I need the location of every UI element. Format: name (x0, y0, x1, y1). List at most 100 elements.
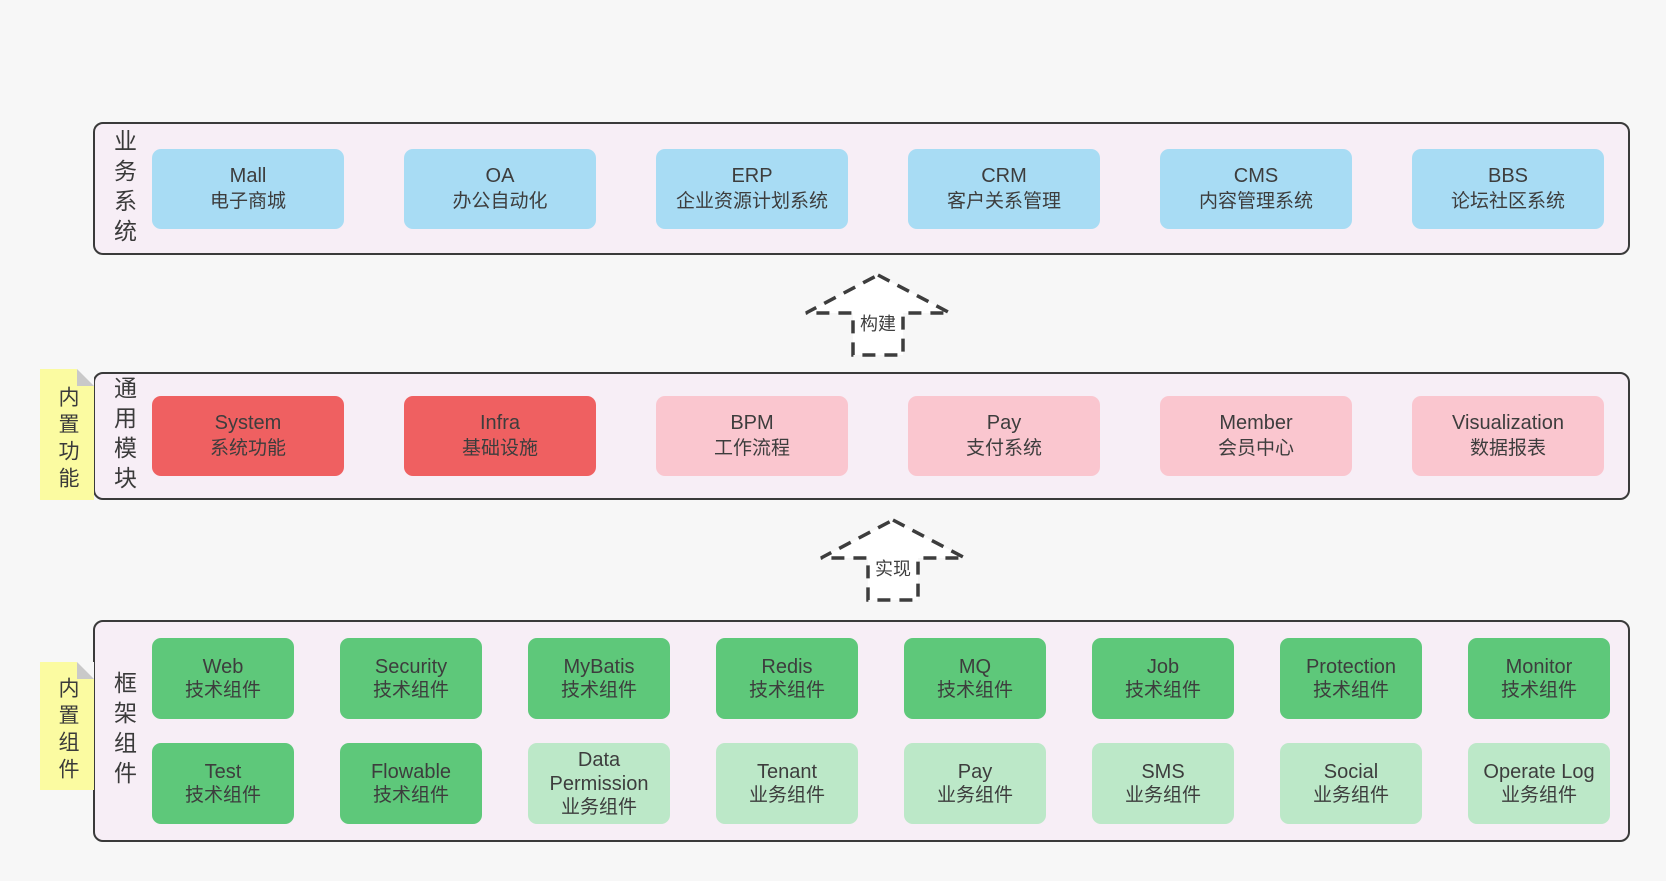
box-title: SMS (1141, 760, 1185, 783)
box-title: Social (1323, 760, 1379, 783)
box-operate-log: Operate Log 业务组件 (1468, 743, 1610, 824)
box-title: Visualization (1452, 412, 1564, 434)
box-subtitle: 业务组件 (1500, 784, 1577, 806)
box-title: Data Permission (549, 748, 649, 795)
box-subtitle: 数据报表 (1469, 438, 1546, 459)
box-title: Member (1219, 412, 1293, 434)
box-title: CMS (1233, 164, 1279, 187)
box-cms: CMS 内容管理系统 (1160, 148, 1352, 229)
box-subtitle: 会员中心 (1217, 438, 1294, 459)
box-title: Pay (986, 412, 1022, 434)
box-subtitle: 电子商城 (209, 190, 286, 212)
box-title: Operate Log (1483, 760, 1595, 783)
box-subtitle: 技术组件 (372, 679, 449, 701)
business-systems-row: Mall 电子商城 OA 办公自动化 ERP 企业资源计划系统 CRM 客户关系… (152, 124, 1628, 253)
box-title: Security (374, 655, 448, 678)
box-protection: Protection 技术组件 (1280, 638, 1422, 719)
box-title: Tenant (756, 760, 818, 783)
box-erp: ERP 企业资源计划系统 (656, 148, 848, 229)
box-subtitle: 基础设施 (461, 438, 538, 459)
box-subtitle: 办公自动化 (452, 190, 548, 212)
box-crm: CRM 客户关系管理 (908, 148, 1100, 229)
box-bbs: BBS 论坛社区系统 (1412, 148, 1604, 229)
common-modules-section: 通用模块 System 系统功能 Infra 基础设施 BPM 工作流程 Pay… (93, 372, 1630, 500)
builtin-components-note: 内置组件 (40, 662, 94, 790)
box-title: ERP (731, 164, 773, 187)
box-subtitle: 技术组件 (560, 679, 637, 701)
builtin-features-note: 内置功能 (40, 369, 94, 500)
box-redis: Redis 技术组件 (716, 638, 858, 719)
box-subtitle: 论坛社区系统 (1450, 190, 1565, 212)
common-modules-row: System 系统功能 Infra 基础设施 BPM 工作流程 Pay 支付系统… (152, 374, 1628, 498)
box-title: MyBatis (563, 655, 635, 678)
box-mybatis: MyBatis 技术组件 (528, 638, 670, 719)
box-subtitle: 企业资源计划系统 (675, 190, 828, 212)
box-tenant: Tenant 业务组件 (716, 743, 858, 824)
box-title: OA (485, 164, 515, 187)
box-title: Redis (761, 655, 813, 678)
framework-components-grid: Web 技术组件 Security 技术组件 MyBatis 技术组件 Redi… (152, 622, 1628, 840)
box-title: MQ (958, 655, 992, 678)
box-title: BBS (1487, 164, 1529, 187)
build-arrow-label: 构建 (857, 310, 899, 336)
box-subtitle: 系统功能 (209, 438, 286, 459)
box-subtitle: 技术组件 (1312, 679, 1389, 701)
box-title: Mall (229, 164, 267, 187)
framework-components-label: 框架组件 (110, 671, 137, 791)
box-title: Infra (479, 412, 521, 434)
box-security: Security 技术组件 (340, 638, 482, 719)
implement-arrow-label: 实现 (872, 555, 914, 581)
implement-arrow: 实现 (818, 513, 968, 607)
box-subtitle: 业务组件 (1312, 784, 1389, 806)
box-infra: Infra 基础设施 (404, 396, 596, 476)
box-title: Monitor (1505, 655, 1573, 678)
tech-components-row: Web 技术组件 Security 技术组件 MyBatis 技术组件 Redi… (152, 638, 1612, 719)
box-title: BPM (730, 412, 774, 434)
box-subtitle: 工作流程 (713, 438, 790, 459)
box-subtitle: 技术组件 (1124, 679, 1201, 701)
box-subtitle: 内容管理系统 (1198, 190, 1313, 212)
box-subtitle: 技术组件 (184, 679, 261, 701)
box-subtitle: 客户关系管理 (946, 190, 1061, 212)
box-job: Job 技术组件 (1092, 638, 1234, 719)
box-social: Social 业务组件 (1280, 743, 1422, 824)
box-subtitle: 技术组件 (1500, 679, 1577, 701)
box-subtitle: 技术组件 (184, 784, 261, 806)
box-sms: SMS 业务组件 (1092, 743, 1234, 824)
box-title: System (214, 412, 282, 434)
box-title: Flowable (370, 760, 452, 783)
box-visualization: Visualization 数据报表 (1412, 396, 1604, 476)
box-oa: OA 办公自动化 (404, 148, 596, 229)
box-bpm: BPM 工作流程 (656, 396, 848, 476)
box-mq: MQ 技术组件 (904, 638, 1046, 719)
build-arrow: 构建 (803, 268, 953, 362)
box-pay: Pay 支付系统 (908, 396, 1100, 476)
box-title: Protection (1305, 655, 1397, 678)
box-title: CRM (981, 164, 1027, 187)
box-subtitle: 支付系统 (965, 438, 1042, 459)
box-subtitle: 业务组件 (936, 784, 1013, 806)
box-monitor: Monitor 技术组件 (1468, 638, 1610, 719)
box-web: Web 技术组件 (152, 638, 294, 719)
box-title: Test (204, 760, 242, 783)
business-systems-section: 业务系统 Mall 电子商城 OA 办公自动化 ERP 企业资源计划系统 CRM… (93, 122, 1630, 255)
framework-components-section: 框架组件 Web 技术组件 Security 技术组件 MyBatis 技术组件… (93, 620, 1630, 842)
box-subtitle: 技术组件 (748, 679, 825, 701)
business-systems-label: 业务系统 (110, 128, 137, 249)
box-member: Member 会员中心 (1160, 396, 1352, 476)
box-system: System 系统功能 (152, 396, 344, 476)
box-subtitle: 业务组件 (748, 784, 825, 806)
box-title: Web (202, 655, 244, 678)
box-title: Pay (957, 760, 993, 783)
box-test: Test 技术组件 (152, 743, 294, 824)
box-subtitle: 业务组件 (560, 796, 637, 818)
box-subtitle: 技术组件 (372, 784, 449, 806)
box-pay: Pay 业务组件 (904, 743, 1046, 824)
box-title: Job (1146, 655, 1180, 678)
box-subtitle: 技术组件 (936, 679, 1013, 701)
box-flowable: Flowable 技术组件 (340, 743, 482, 824)
common-modules-label: 通用模块 (110, 376, 137, 496)
box-mall: Mall 电子商城 (152, 148, 344, 229)
biz-components-row: Test 技术组件 Flowable 技术组件 Data Permission … (152, 743, 1612, 824)
box-data-permission: Data Permission 业务组件 (528, 743, 670, 824)
